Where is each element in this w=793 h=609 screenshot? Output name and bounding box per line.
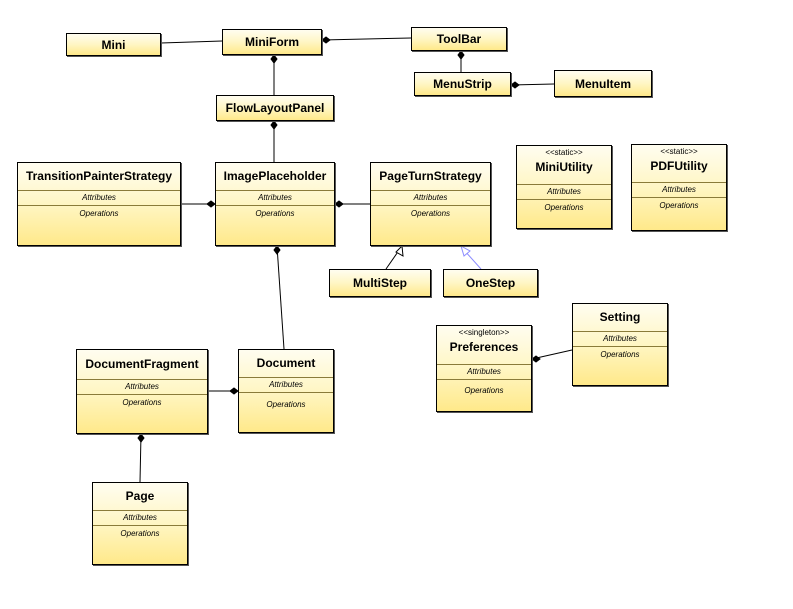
operations-section: Operations — [266, 400, 306, 409]
class-toolbar[interactable]: ToolBar — [411, 27, 507, 51]
attributes-section: Attributes — [632, 183, 726, 198]
generalization-arrow-multistep — [395, 244, 404, 257]
diamond-flowlayoutpanel-imageplaceholder — [270, 120, 278, 130]
generalization-arrow-onestep — [460, 244, 471, 257]
class-header: Page — [93, 483, 187, 511]
class-name: Setting — [599, 310, 641, 324]
operations-section: Operations — [600, 350, 640, 359]
class-onestep[interactable]: OneStep — [443, 269, 538, 297]
class-stereotype: <<singleton>> — [458, 328, 510, 337]
class-name: OneStep — [465, 276, 516, 290]
composition-miniform-toolbar — [321, 37, 412, 41]
class-pageturnstrategy[interactable]: PageTurnStrategy Attributes Operations — [370, 162, 491, 246]
class-name: TransitionPainterStrategy — [25, 169, 173, 183]
diamond-imageplaceholder-document — [273, 245, 281, 255]
operations-section: Operations — [255, 209, 295, 218]
class-pdfutility[interactable]: <<static>> PDFUtility Attributes Operati… — [631, 144, 727, 231]
class-name: Document — [256, 356, 316, 370]
attributes-section: Attributes — [216, 191, 334, 206]
class-name: MiniUtility — [535, 160, 593, 174]
operations-section: Operations — [120, 529, 160, 538]
class-miniutility[interactable]: <<static>> MiniUtility Attributes Operat… — [516, 145, 612, 229]
attributes-section: Attributes — [371, 191, 490, 206]
class-name: Page — [125, 489, 155, 503]
diamond-toolbar-menustrip — [457, 50, 465, 60]
class-flowlayoutpanel[interactable]: FlowLayoutPanel — [216, 95, 334, 121]
diamond-miniform-flowlayoutpanel — [270, 54, 278, 64]
class-name: MiniForm — [245, 35, 299, 49]
class-name: MultiStep — [353, 276, 407, 290]
class-header: TransitionPainterStrategy — [18, 163, 180, 191]
class-imageplaceholder[interactable]: ImagePlaceholder Attributes Operations — [215, 162, 335, 246]
operations-section: Operations — [122, 398, 162, 407]
class-menustrip[interactable]: MenuStrip — [414, 72, 511, 96]
operations-section: Operations — [79, 209, 119, 218]
class-header: DocumentFragment — [77, 350, 207, 380]
diamond-miniform-toolbar — [321, 36, 331, 44]
class-name: PageTurnStrategy — [379, 169, 482, 183]
class-menuitem[interactable]: MenuItem — [554, 70, 652, 97]
class-header: ImagePlaceholder — [216, 163, 334, 191]
class-transitionpainterstrategy[interactable]: TransitionPainterStrategy Attributes Ope… — [17, 162, 181, 246]
class-mini[interactable]: Mini — [66, 33, 161, 56]
class-setting[interactable]: Setting Attributes Operations — [572, 303, 668, 386]
class-header: PageTurnStrategy — [371, 163, 490, 191]
operations-section: Operations — [464, 386, 504, 395]
diamond-menustrip-menuitem — [510, 81, 520, 89]
attributes-section: Attributes — [517, 185, 611, 200]
class-name: MenuStrip — [433, 77, 492, 91]
class-header: <<static>> PDFUtility — [632, 145, 726, 183]
class-header: <<singleton>> Preferences — [437, 326, 531, 365]
attributes-section: Attributes — [18, 191, 180, 206]
operations-section: Operations — [544, 203, 584, 212]
class-name: Mini — [101, 37, 126, 52]
diamond-preferences-setting — [531, 355, 541, 363]
attributes-section: Attributes — [77, 380, 207, 395]
class-miniform[interactable]: MiniForm — [222, 29, 322, 55]
attributes-section: Attributes — [239, 378, 333, 393]
class-name: ImagePlaceholder — [223, 169, 327, 183]
attributes-section: Attributes — [93, 511, 187, 526]
diamond-transitionpainter-imageplaceholder — [206, 200, 216, 208]
class-stereotype: <<static>> — [660, 147, 698, 156]
attributes-section: Attributes — [437, 365, 531, 380]
class-page[interactable]: Page Attributes Operations — [92, 482, 188, 565]
attributes-section: Attributes — [573, 332, 667, 347]
operations-section: Operations — [659, 201, 699, 210]
operations-section: Operations — [410, 209, 451, 218]
class-name: PDFUtility — [650, 159, 708, 173]
class-header: Document — [239, 350, 333, 378]
class-name: ToolBar — [436, 32, 482, 46]
class-stereotype: <<static>> — [545, 148, 583, 157]
class-header: <<static>> MiniUtility — [517, 146, 611, 185]
class-name: Preferences — [449, 340, 519, 354]
class-name: MenuItem — [574, 76, 631, 91]
composition-imageplaceholder-document — [276, 245, 285, 350]
diamond-imageplaceholder-pageturnstrategy — [334, 200, 344, 208]
association-mini-miniform — [160, 40, 223, 44]
class-documentfragment[interactable]: DocumentFragment Attributes Operations — [76, 349, 208, 434]
diamond-documentfragment-page — [137, 433, 145, 443]
class-multistep[interactable]: MultiStep — [329, 269, 431, 297]
class-name: FlowLayoutPanel — [225, 101, 325, 115]
class-preferences[interactable]: <<singleton>> Preferences Attributes Ope… — [436, 325, 532, 412]
class-document[interactable]: Document Attributes Operations — [238, 349, 334, 433]
class-name: DocumentFragment — [85, 357, 199, 371]
diamond-documentfragment-document — [229, 387, 239, 395]
class-header: Setting — [573, 304, 667, 332]
